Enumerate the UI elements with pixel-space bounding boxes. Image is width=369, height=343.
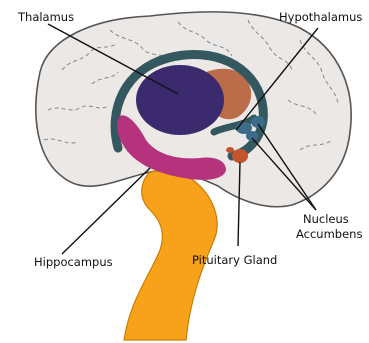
label-nucleus-accumbens-line2: Accumbens — [296, 228, 362, 241]
thalamus-shape — [136, 65, 224, 135]
label-pituitary-gland: Pituitary Gland — [192, 254, 277, 267]
label-hippocampus: Hippocampus — [34, 256, 113, 269]
label-hypothalamus: Hypothalamus — [279, 11, 362, 24]
label-thalamus: Thalamus — [18, 11, 74, 24]
label-nucleus-accumbens-line1: Nucleus — [303, 213, 349, 226]
